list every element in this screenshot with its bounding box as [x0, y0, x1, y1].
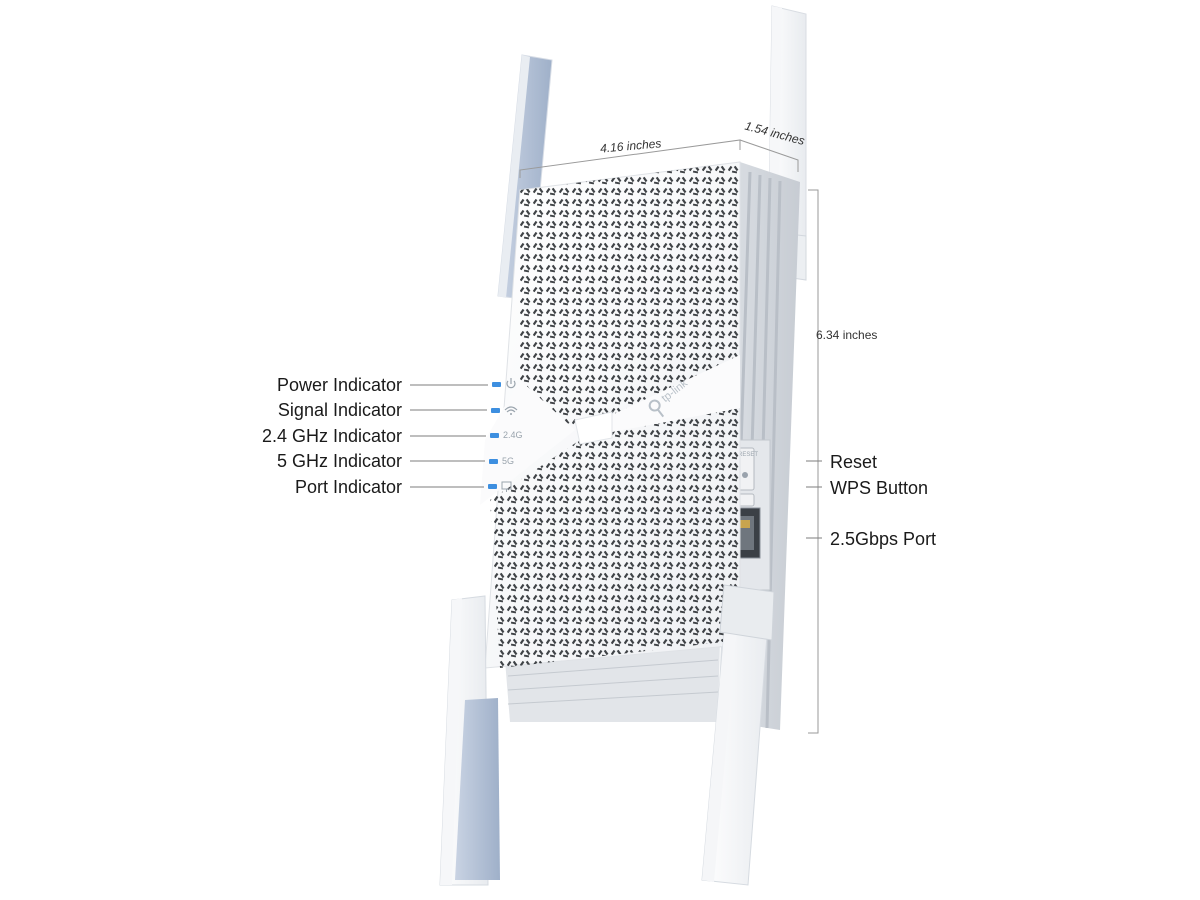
ethernet-port-icon — [501, 481, 512, 492]
side-callouts: Reset WPS Button 2.5Gbps Port — [806, 452, 936, 549]
power-led — [492, 378, 516, 389]
device-front-panel: tp-link 2.4G — [480, 161, 741, 669]
wifi-signal-icon — [504, 406, 518, 415]
callout-signal-indicator: Signal Indicator — [278, 400, 487, 420]
callout-port-indicator: Port Indicator — [295, 477, 484, 497]
callout-label: Port Indicator — [295, 477, 402, 497]
width-dimension: 4.16 inches — [600, 136, 662, 155]
lock-icon — [742, 472, 748, 478]
callout-25gbps-port: 2.5Gbps Port — [806, 529, 936, 549]
callout-reset: Reset — [806, 452, 877, 472]
range-extender-device: RESET — [439, 5, 807, 886]
callout-label: Power Indicator — [277, 375, 402, 395]
band5-mark: 5G — [502, 456, 514, 466]
left-bottom-antenna — [439, 595, 500, 886]
callout-power-indicator: Power Indicator — [277, 375, 488, 395]
callout-label: WPS Button — [830, 478, 928, 498]
right-bottom-antenna — [701, 584, 775, 886]
band24-led: 2.4G — [490, 430, 523, 440]
callout-label: Reset — [830, 452, 877, 472]
height-dimension: 6.34 inches — [816, 328, 877, 342]
band5-led: 5G — [489, 456, 514, 466]
signal-led — [491, 406, 518, 415]
callout-label: 5 GHz Indicator — [277, 451, 402, 471]
tp-link-logo-icon — [648, 399, 665, 418]
front-callouts: Power Indicator Signal Indicator 2.4 GHz… — [262, 375, 488, 497]
svg-text:RESET: RESET — [738, 452, 758, 458]
callout-label: 2.4 GHz Indicator — [262, 426, 402, 446]
callout-wps-button: WPS Button — [806, 478, 928, 498]
callout-label: 2.5Gbps Port — [830, 529, 936, 549]
band24-mark: 2.4G — [503, 430, 523, 440]
callout-24ghz-indicator: 2.4 GHz Indicator — [262, 426, 486, 446]
port-led — [488, 481, 512, 492]
callout-5ghz-indicator: 5 GHz Indicator — [277, 451, 485, 471]
power-icon — [506, 378, 516, 389]
callout-label: Signal Indicator — [278, 400, 402, 420]
